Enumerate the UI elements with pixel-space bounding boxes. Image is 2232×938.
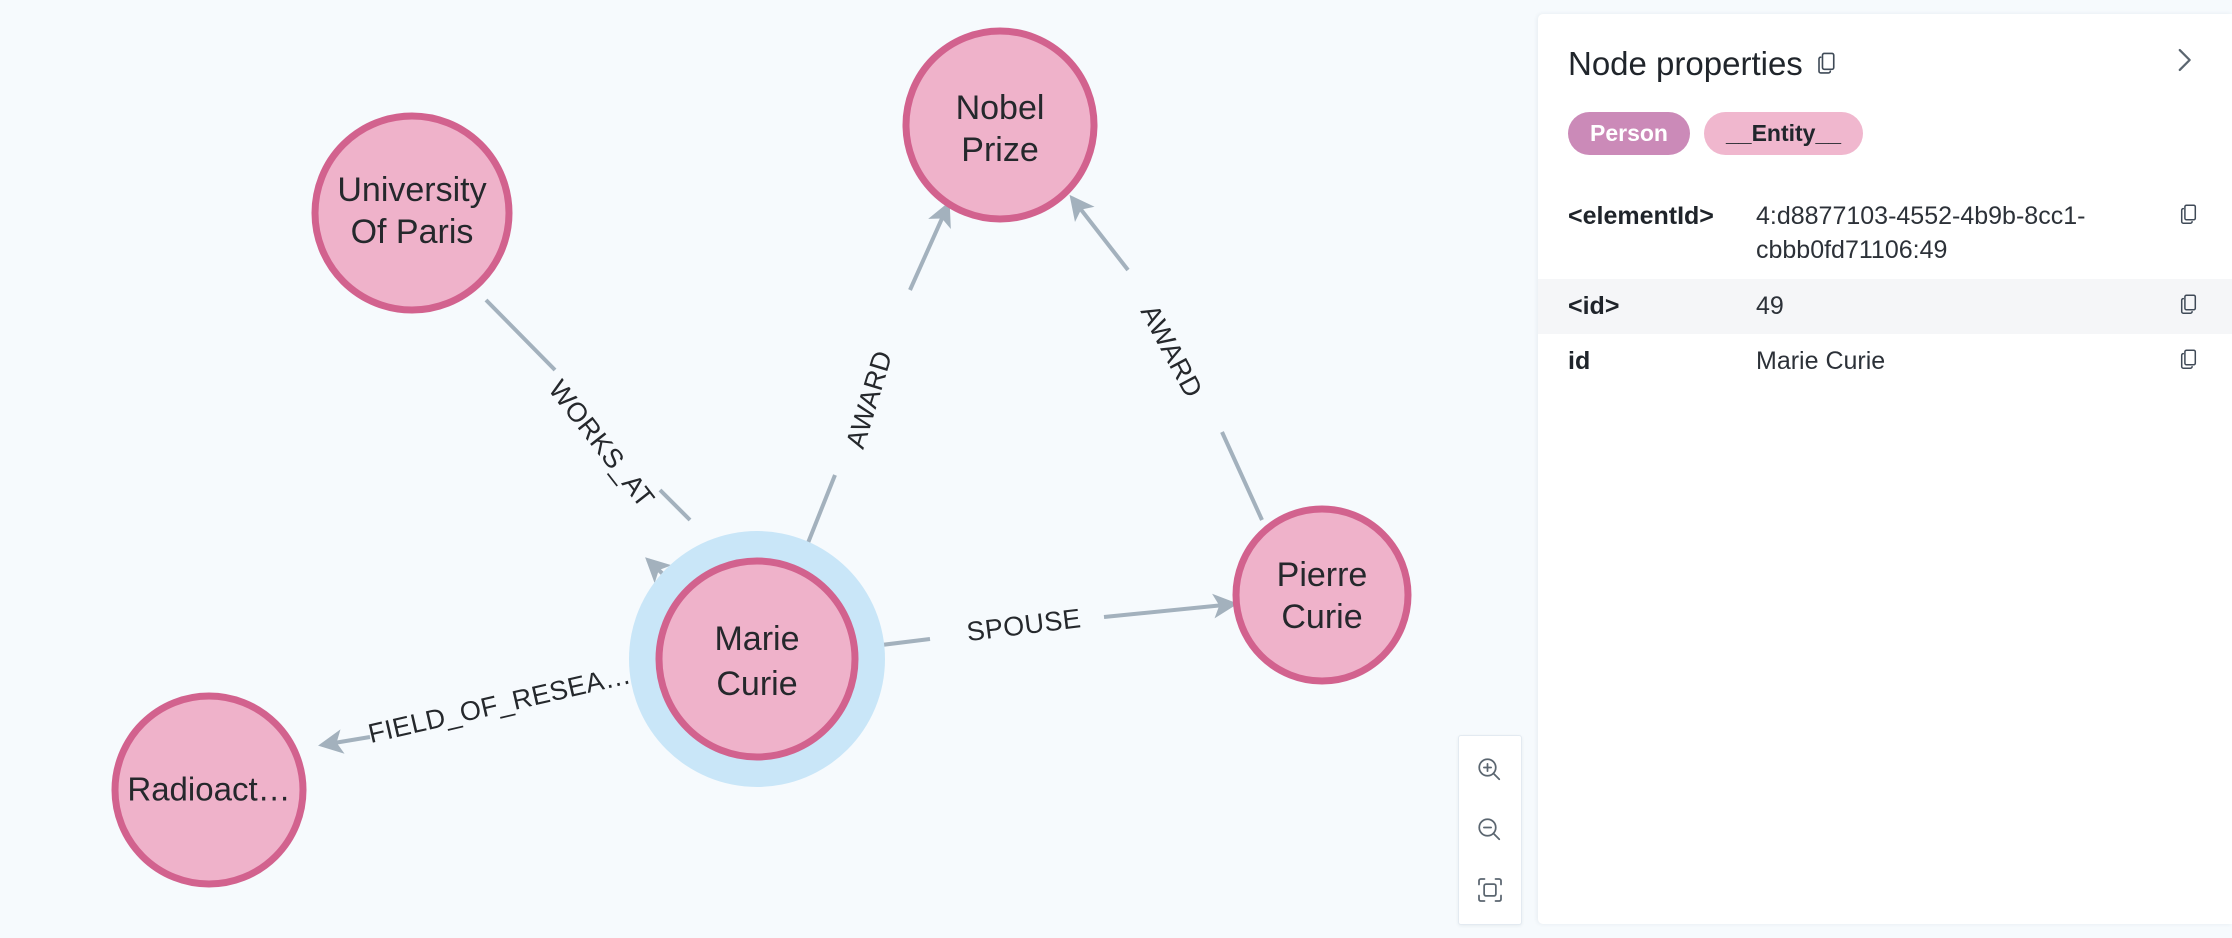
zoom-in-button[interactable] <box>1467 747 1513 793</box>
graph-node-university-of-paris[interactable]: University Of Paris <box>311 112 513 314</box>
copy-icon <box>2180 293 2197 314</box>
node-label-chip-person[interactable]: Person <box>1568 112 1690 156</box>
node-properties-panel: Node properties Person __Entity__ <eleme… <box>1538 14 2232 924</box>
edge-works-at[interactable]: WORKS_AT <box>484 298 692 594</box>
property-value: 4:d8877103-4552-4b9b-8cc1-cbbb0fd71106:4… <box>1756 202 2086 264</box>
property-value: Marie Curie <box>1756 347 1886 376</box>
property-row-elementid: <elementId> 4:d8877103-4552-4b9b-8cc1-cb… <box>1538 189 2232 279</box>
edge-label-spouse: SPOUSE <box>965 603 1083 647</box>
property-key: <elementId> <box>1568 202 1714 231</box>
property-row-id: id Marie Curie <box>1538 334 2232 390</box>
copy-node-icon[interactable] <box>1815 50 1841 76</box>
property-key: <id> <box>1568 291 1620 320</box>
graph-nodes: University Of Paris Nobel Prize Pierre C… <box>111 27 1412 888</box>
edge-spouse[interactable]: SPOUSE <box>856 593 1238 650</box>
zoom-out-button[interactable] <box>1467 807 1513 853</box>
properties-table: <elementId> 4:d8877103-4552-4b9b-8cc1-cb… <box>1538 189 2232 390</box>
edge-label-works-at: WORKS_AT <box>543 374 661 513</box>
panel-header: Node properties <box>1538 14 2232 82</box>
panel-title: Node properties <box>1568 45 1803 82</box>
copy-property-button[interactable] <box>2168 200 2202 226</box>
property-value: 49 <box>1756 291 1784 320</box>
collapse-panel-button[interactable] <box>2166 42 2202 78</box>
copy-icon <box>1818 52 1835 74</box>
graph-node-marie-curie[interactable]: Marie Curie <box>629 531 885 787</box>
zoom-out-icon <box>1478 818 1501 841</box>
edge-field-of-research[interactable]: FIELD_OF_RESEA… <box>318 659 661 754</box>
chevron-right-icon <box>2178 48 2191 72</box>
graph-node-pierre-curie[interactable]: Pierre Curie <box>1232 505 1412 685</box>
edge-label-award-marie: AWARD <box>840 347 898 452</box>
edge-award-marie[interactable]: AWARD <box>798 201 951 564</box>
node-labels: Person __Entity__ <box>1538 82 2232 156</box>
graph-node-nobel-prize[interactable]: Nobel Prize <box>902 27 1098 223</box>
zoom-controls[interactable] <box>1458 735 1522 925</box>
property-row-id-internal: <id> 49 <box>1538 278 2232 335</box>
graph-node-radioactivity[interactable]: Radioact… <box>111 692 307 888</box>
fit-to-screen-button[interactable] <box>1467 867 1513 913</box>
copy-property-button[interactable] <box>2168 345 2202 371</box>
edge-label-field-of-research: FIELD_OF_RESEA… <box>365 659 633 749</box>
edge-award-pierre[interactable]: AWARD <box>1069 194 1264 521</box>
property-key: id <box>1568 347 1591 376</box>
fit-to-screen-icon <box>1478 878 1502 902</box>
copy-icon <box>2180 204 2197 224</box>
zoom-in-icon <box>1478 758 1501 781</box>
edge-label-award-pierre: AWARD <box>1135 300 1209 403</box>
copy-icon <box>2180 349 2197 370</box>
copy-property-button[interactable] <box>2168 290 2202 316</box>
node-label-chip-entity[interactable]: __Entity__ <box>1703 112 1864 156</box>
